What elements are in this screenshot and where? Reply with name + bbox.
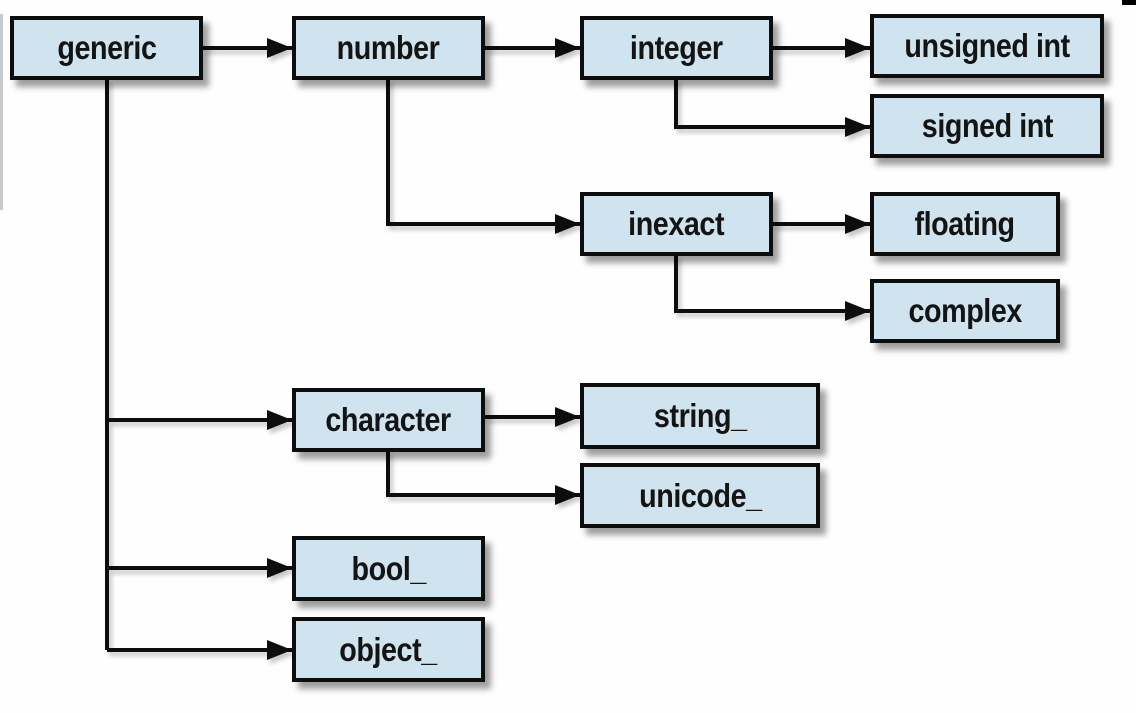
node-complex: complex <box>870 279 1060 343</box>
node-character-label: character <box>325 401 452 438</box>
edge-inexact-complex <box>674 255 870 321</box>
node-number-label: number <box>337 29 440 66</box>
node-inexact: inexact <box>580 192 773 256</box>
node-floating: floating <box>870 192 1060 256</box>
page-edge-shading <box>0 14 3 210</box>
node-signed-int-label: signed int <box>921 107 1053 144</box>
node-unsigned-int-label: unsigned int <box>904 27 1070 64</box>
node-bool-label: bool_ <box>351 549 426 587</box>
node-integer-label: integer <box>630 29 723 66</box>
edge-number-inexact <box>386 79 580 234</box>
node-unicode-label: unicode_ <box>638 476 762 514</box>
node-floating-label: floating <box>914 205 1016 242</box>
node-object-label: object_ <box>339 630 438 668</box>
node-unicode: unicode_ <box>580 463 820 528</box>
edge-character-unicode <box>386 451 580 505</box>
node-object: object_ <box>292 617 485 682</box>
node-inexact-label: inexact <box>628 205 725 242</box>
node-generic-label: generic <box>56 29 157 66</box>
node-string-label: string_ <box>653 397 747 434</box>
node-string: string_ <box>580 383 820 449</box>
node-unsigned-int: unsigned int <box>870 14 1104 78</box>
node-generic: generic <box>10 16 203 80</box>
node-signed-int: signed int <box>870 94 1104 158</box>
node-integer: integer <box>580 16 773 80</box>
node-bool: bool_ <box>292 536 485 601</box>
scan-artifact <box>1122 0 1136 5</box>
edge-integer-signed-int <box>674 79 870 137</box>
node-complex-label: complex <box>908 292 1022 329</box>
node-character: character <box>292 388 485 452</box>
node-number: number <box>292 16 485 80</box>
